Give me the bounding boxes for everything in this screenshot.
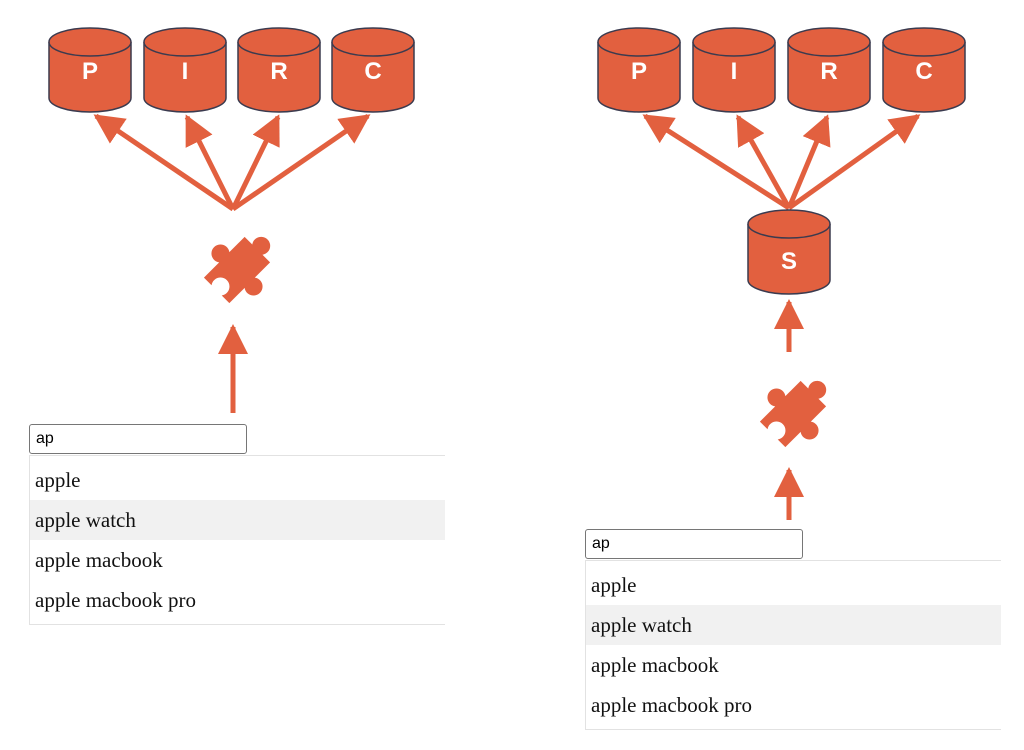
right-suggestion-item[interactable]: apple macbook	[591, 653, 719, 677]
right-suggestion-list: apple apple watch apple macbook apple ma…	[585, 560, 1001, 730]
left-db-p-label: P	[82, 58, 98, 85]
right-db-c-label: C	[915, 58, 932, 85]
right-arrow-to-p	[642, 113, 791, 211]
right-db-i: I	[692, 27, 776, 113]
left-arrow-to-p	[93, 113, 235, 212]
left-suggestion-item-highlighted[interactable]: apple watch	[30, 500, 445, 540]
right-arrow-to-c	[787, 113, 921, 211]
right-db-r: R	[787, 27, 871, 113]
left-db-p: P	[48, 27, 132, 113]
right-db-i-label: I	[731, 58, 738, 85]
right-db-s: S	[747, 209, 831, 295]
right-suggestion-item[interactable]: apple	[591, 573, 637, 597]
left-db-i-label: I	[182, 58, 189, 85]
right-suggestion-item[interactable]: apple macbook pro	[591, 693, 752, 717]
left-db-c: C	[331, 27, 415, 113]
left-arrow-to-c	[231, 113, 371, 212]
right-arrow-to-i	[735, 114, 792, 210]
left-puzzle-icon	[193, 216, 291, 314]
left-suggestion-item[interactable]: apple macbook	[35, 548, 163, 572]
right-db-r-label: R	[820, 58, 837, 85]
left-db-r-label: R	[270, 58, 287, 85]
right-suggestion-item-highlighted[interactable]: apple watch	[586, 605, 1001, 645]
right-db-s-label: S	[781, 248, 797, 275]
left-suggestion-list: apple apple watch apple macbook apple ma…	[29, 455, 445, 625]
right-puzzle-icon	[749, 360, 847, 458]
left-suggestion-item[interactable]: apple	[35, 468, 81, 492]
left-db-i: I	[143, 27, 227, 113]
left-arrow-to-r	[230, 114, 281, 211]
right-panel-diagram: P I R C S	[597, 27, 966, 520]
left-suggestion-item[interactable]: apple macbook pro	[35, 588, 196, 612]
left-search-input[interactable]	[29, 424, 247, 454]
left-arrow-to-i	[184, 114, 236, 211]
right-db-p-label: P	[631, 58, 647, 85]
left-panel-diagram: P I R C	[48, 27, 415, 413]
left-db-r: R	[237, 27, 321, 113]
right-arrow-to-r	[786, 114, 831, 209]
right-db-c: C	[882, 27, 966, 113]
right-search-input[interactable]	[585, 529, 803, 559]
right-db-p: P	[597, 27, 681, 113]
left-db-c-label: C	[364, 58, 381, 85]
